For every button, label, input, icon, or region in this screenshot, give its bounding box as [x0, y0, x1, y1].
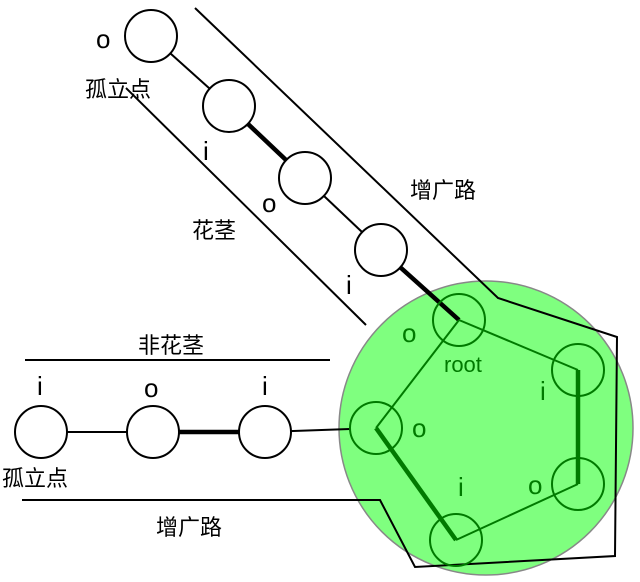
label-aug-path-top: 增广路 [410, 178, 476, 203]
node [354, 223, 408, 277]
node [14, 405, 68, 459]
node [202, 79, 256, 133]
node [124, 9, 178, 63]
label-i: i [346, 270, 352, 300]
label-i: i [540, 376, 546, 406]
node [429, 513, 483, 567]
label-root: root [444, 352, 482, 377]
stem-boundary-line [125, 87, 367, 326]
nodes [14, 9, 605, 567]
blossom-highlight [338, 280, 634, 576]
label-isolated-bottom: 孤立点 [2, 466, 68, 491]
label-aug-path-bottom: 增广路 [156, 515, 222, 540]
label-stem: 花茎 [192, 218, 236, 243]
label-non-stem: 非花茎 [138, 333, 204, 358]
matched-edge [374, 426, 458, 542]
label-o: o [144, 373, 158, 403]
node [551, 457, 605, 511]
root-node [432, 293, 486, 347]
label-o: o [96, 24, 110, 54]
node [126, 405, 180, 459]
label-o: o [412, 413, 426, 443]
label-o: o [528, 470, 542, 500]
label-o: o [402, 318, 416, 348]
label-i: i [262, 371, 268, 401]
node [349, 401, 403, 455]
edge [375, 319, 460, 429]
label-i: i [37, 371, 43, 401]
node [551, 343, 605, 397]
edge [458, 319, 579, 371]
label-o: o [262, 188, 276, 218]
augmenting-path-boundary-top [22, 7, 619, 569]
node [278, 151, 332, 205]
edge [455, 483, 579, 541]
node [238, 405, 292, 459]
label-i: i [203, 136, 209, 166]
label-i: i [458, 472, 464, 502]
label-isolated-top: 孤立点 [85, 77, 151, 102]
